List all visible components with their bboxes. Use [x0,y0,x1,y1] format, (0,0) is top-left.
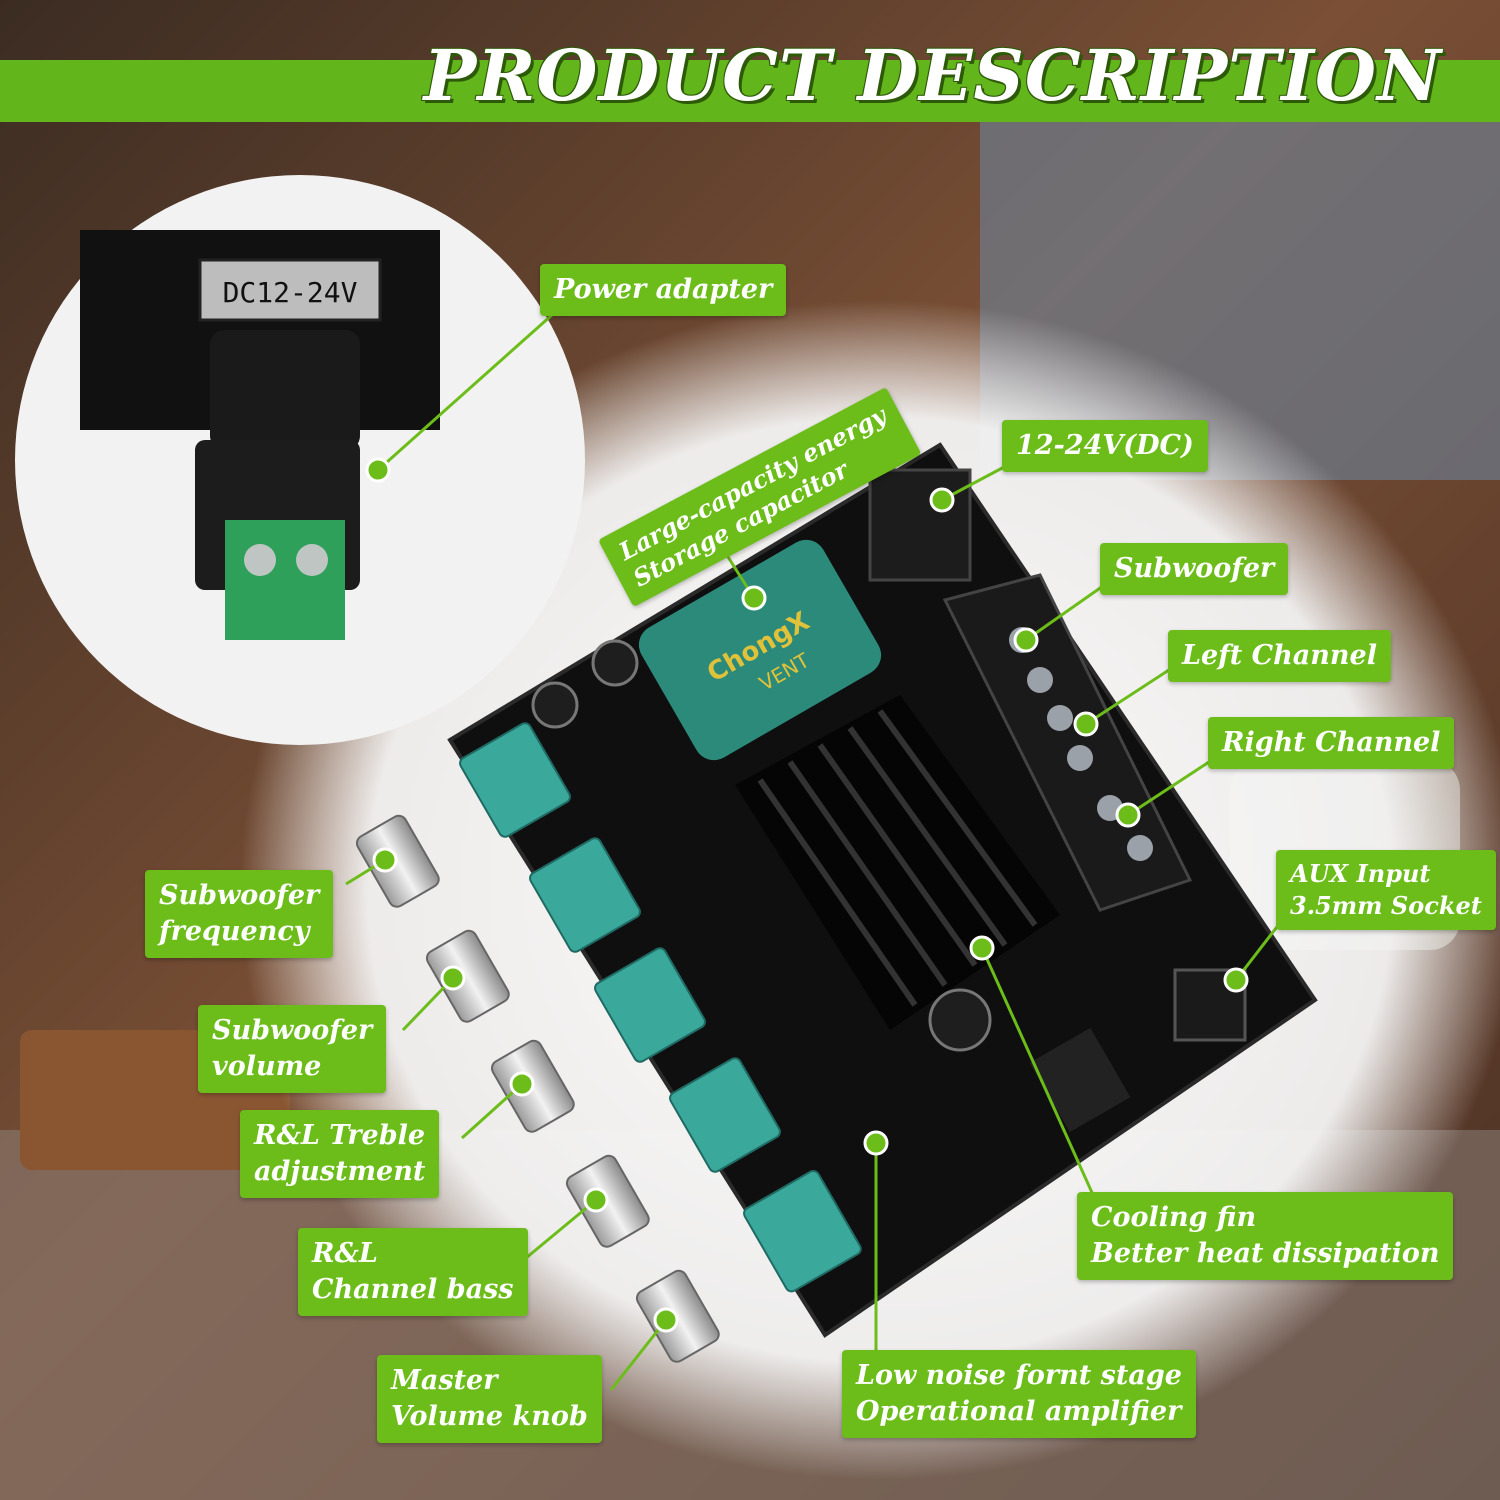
label-right-channel: Right Channel [1208,717,1455,769]
label-dc-input: 12-24V(DC) [1002,420,1208,472]
adapter-voltage-text: DC12-24V [223,276,358,309]
label-text: Subwoofer [212,1015,373,1046]
label-left-channel: Left Channel [1168,630,1391,682]
label-text: Right Channel [1222,727,1441,758]
label-text: volume [212,1051,322,1082]
adapter-cable-boot [210,330,360,450]
dc-jack [868,468,972,582]
label-text: frequency [159,916,310,947]
label-text: Channel bass [312,1274,514,1305]
label-text: Operational amplifier [856,1396,1182,1427]
small-capacitor [531,681,579,729]
label-text: Cooling fin [1091,1202,1257,1233]
label-text: Subwoofer [1114,553,1275,584]
label-text: Volume knob [391,1401,588,1432]
label-text: Master [391,1365,498,1396]
leader-lines [345,304,1292,1391]
label-text: AUX Input [1290,859,1431,888]
label-text: adjustment [254,1156,426,1187]
label-aux-input: AUX Input 3.5mm Socket [1276,850,1496,930]
storage-capacitor: ChongX VENT [638,539,882,761]
label-treble-adjustment: R&L Treble adjustment [240,1110,440,1198]
label-text: R&L [312,1238,378,1269]
opamp-chip [1029,1027,1131,1133]
label-text: Left Channel [1182,640,1377,671]
label-subwoofer-frequency: Subwoofer frequency [145,870,334,958]
label-text: Power adapter [554,274,773,305]
label-text: Low noise fornt stage [856,1360,1182,1391]
callout-dots [365,457,1249,1333]
label-channel-bass: R&L Channel bass [298,1228,528,1316]
title-banner [0,60,1500,122]
label-opamp: Low noise fornt stage Operational amplif… [842,1350,1196,1438]
label-subwoofer-volume: Subwoofer volume [198,1005,387,1093]
label-text: 12-24V(DC) [1016,430,1194,461]
label-subwoofer-output: Subwoofer [1100,543,1289,595]
label-text: Subwoofer [159,880,320,911]
label-power-adapter: Power adapter [540,264,787,316]
label-master-volume: Master Volume knob [377,1355,602,1443]
label-cooling-fin: Cooling fin Better heat dissipation [1077,1192,1454,1280]
label-text: Better heat dissipation [1091,1238,1440,1269]
page-title: PRODUCT DESCRIPTION [423,34,1442,117]
small-capacitor [928,988,992,1052]
terminal-screw [244,544,276,576]
label-text: 3.5mm Socket [1290,891,1482,920]
terminal-screw [296,544,328,576]
label-text: R&L Treble [254,1120,426,1151]
small-capacitor [591,639,639,687]
terminal-block [225,520,345,640]
adapter-label-plate [198,258,382,322]
